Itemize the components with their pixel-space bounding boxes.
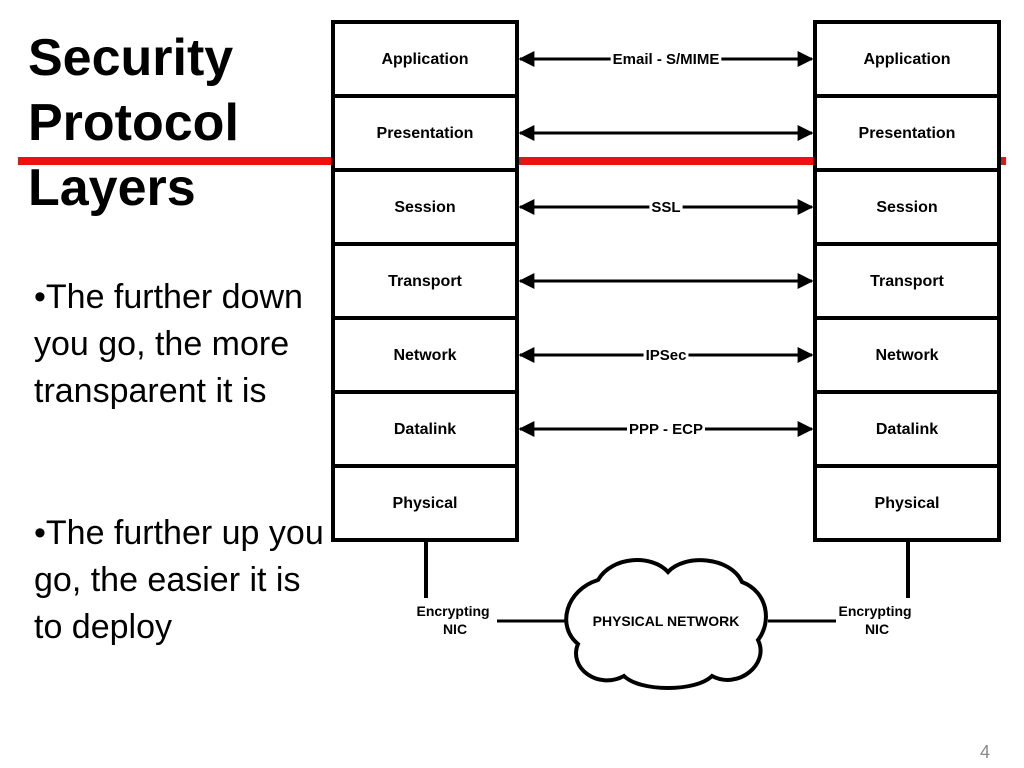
protocol-label: PPP - ECP <box>629 421 703 438</box>
right-nic-label: Encrypting NIC <box>838 603 915 637</box>
right-layer-label: Network <box>875 347 938 364</box>
nic-label-line: NIC <box>865 621 889 637</box>
right-layer-label: Physical <box>875 495 940 512</box>
protocol-label: IPSec <box>646 347 687 364</box>
protocol-label-backing <box>627 421 705 438</box>
protocol-label-backing <box>610 51 722 68</box>
right-layer-label: Application <box>863 51 950 68</box>
right-layer-box <box>813 20 1001 98</box>
right-layer-label: Session <box>876 199 937 216</box>
right-layer-box <box>813 94 1001 172</box>
left-nic-label: Encrypting NIC <box>416 603 493 637</box>
page-number: 4 <box>979 742 990 762</box>
right-layer-box <box>813 242 1001 320</box>
title-line: Security <box>28 29 234 87</box>
right-layer-label: Presentation <box>859 125 956 142</box>
left-layer-label: Physical <box>393 495 458 512</box>
left-layer-label: Transport <box>388 273 462 290</box>
left-layer-box <box>331 20 519 98</box>
nic-label-line: NIC <box>443 621 467 637</box>
title-line: Layers <box>28 159 196 217</box>
title-line: Protocol <box>28 94 239 152</box>
bullet-point: •The further down you go, the more trans… <box>34 278 303 410</box>
physical-network-cloud <box>564 558 768 690</box>
protocol-label-backing <box>649 199 683 216</box>
right-layer-stack: ApplicationPresentationSessionTransportN… <box>813 20 1001 542</box>
nic-label-line: Encrypting <box>838 603 911 619</box>
nic-label-line: Encrypting <box>416 603 489 619</box>
left-layer-stack: ApplicationPresentationSessionTransportN… <box>331 20 519 542</box>
left-layer-box <box>331 168 519 246</box>
right-layer-box <box>813 168 1001 246</box>
physical-network-label: PHYSICAL NETWORK <box>593 613 740 629</box>
left-layer-label: Session <box>394 199 455 216</box>
left-layer-label: Datalink <box>394 421 456 438</box>
protocol-label-backing <box>643 347 689 364</box>
left-layer-label: Network <box>393 347 456 364</box>
protocol-label: Email - S/MIME <box>613 51 720 68</box>
left-layer-box <box>331 316 519 394</box>
left-layer-box <box>331 390 519 468</box>
right-layer-label: Transport <box>870 273 944 290</box>
bullet-point: •The further up you go, the easier it is… <box>34 514 324 646</box>
left-layer-box <box>331 94 519 172</box>
slide-title: Security Protocol Layers <box>28 26 239 221</box>
left-layer-label: Application <box>381 51 468 68</box>
left-layer-box <box>331 464 519 542</box>
protocol-label: SSL <box>651 199 680 216</box>
left-layer-label: Presentation <box>377 125 474 142</box>
right-layer-box <box>813 464 1001 542</box>
right-layer-label: Datalink <box>876 421 938 438</box>
